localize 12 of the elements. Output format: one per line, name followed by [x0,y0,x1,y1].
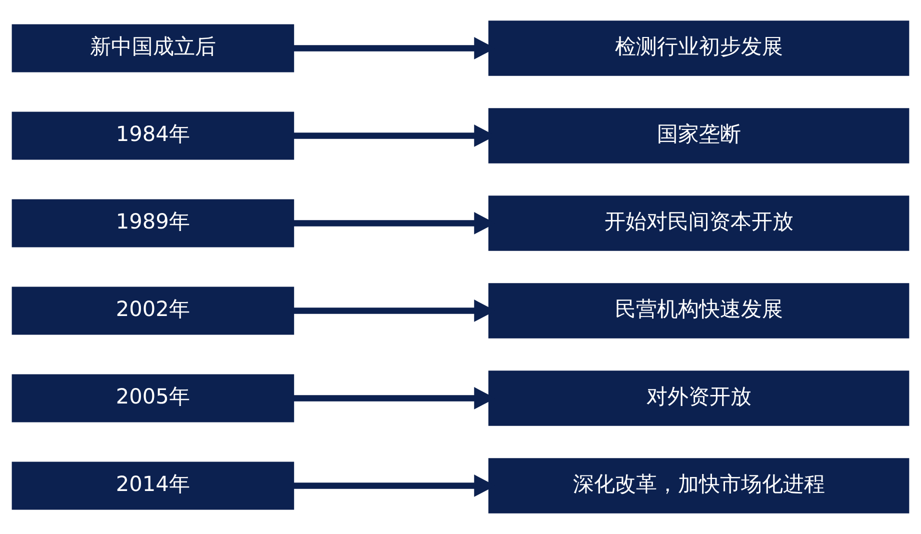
node-box: 国家垄断 [488,108,910,164]
node-box: 2014年 [12,462,294,510]
node-box: 1989年 [12,199,294,248]
node-box: 深化改革，加快市场化进程 [488,458,910,514]
node-box: 2002年 [12,286,294,335]
node-box: 2005年 [12,374,294,422]
node-box: 开始对民间资本开放 [488,196,910,251]
node-box: 1984年 [12,112,294,160]
node-box: 检测行业初步发展 [488,20,910,76]
node-box: 新中国成立后 [12,24,294,72]
node-box: 对外资开放 [488,370,910,426]
node-box: 民营机构快速发展 [488,283,910,338]
